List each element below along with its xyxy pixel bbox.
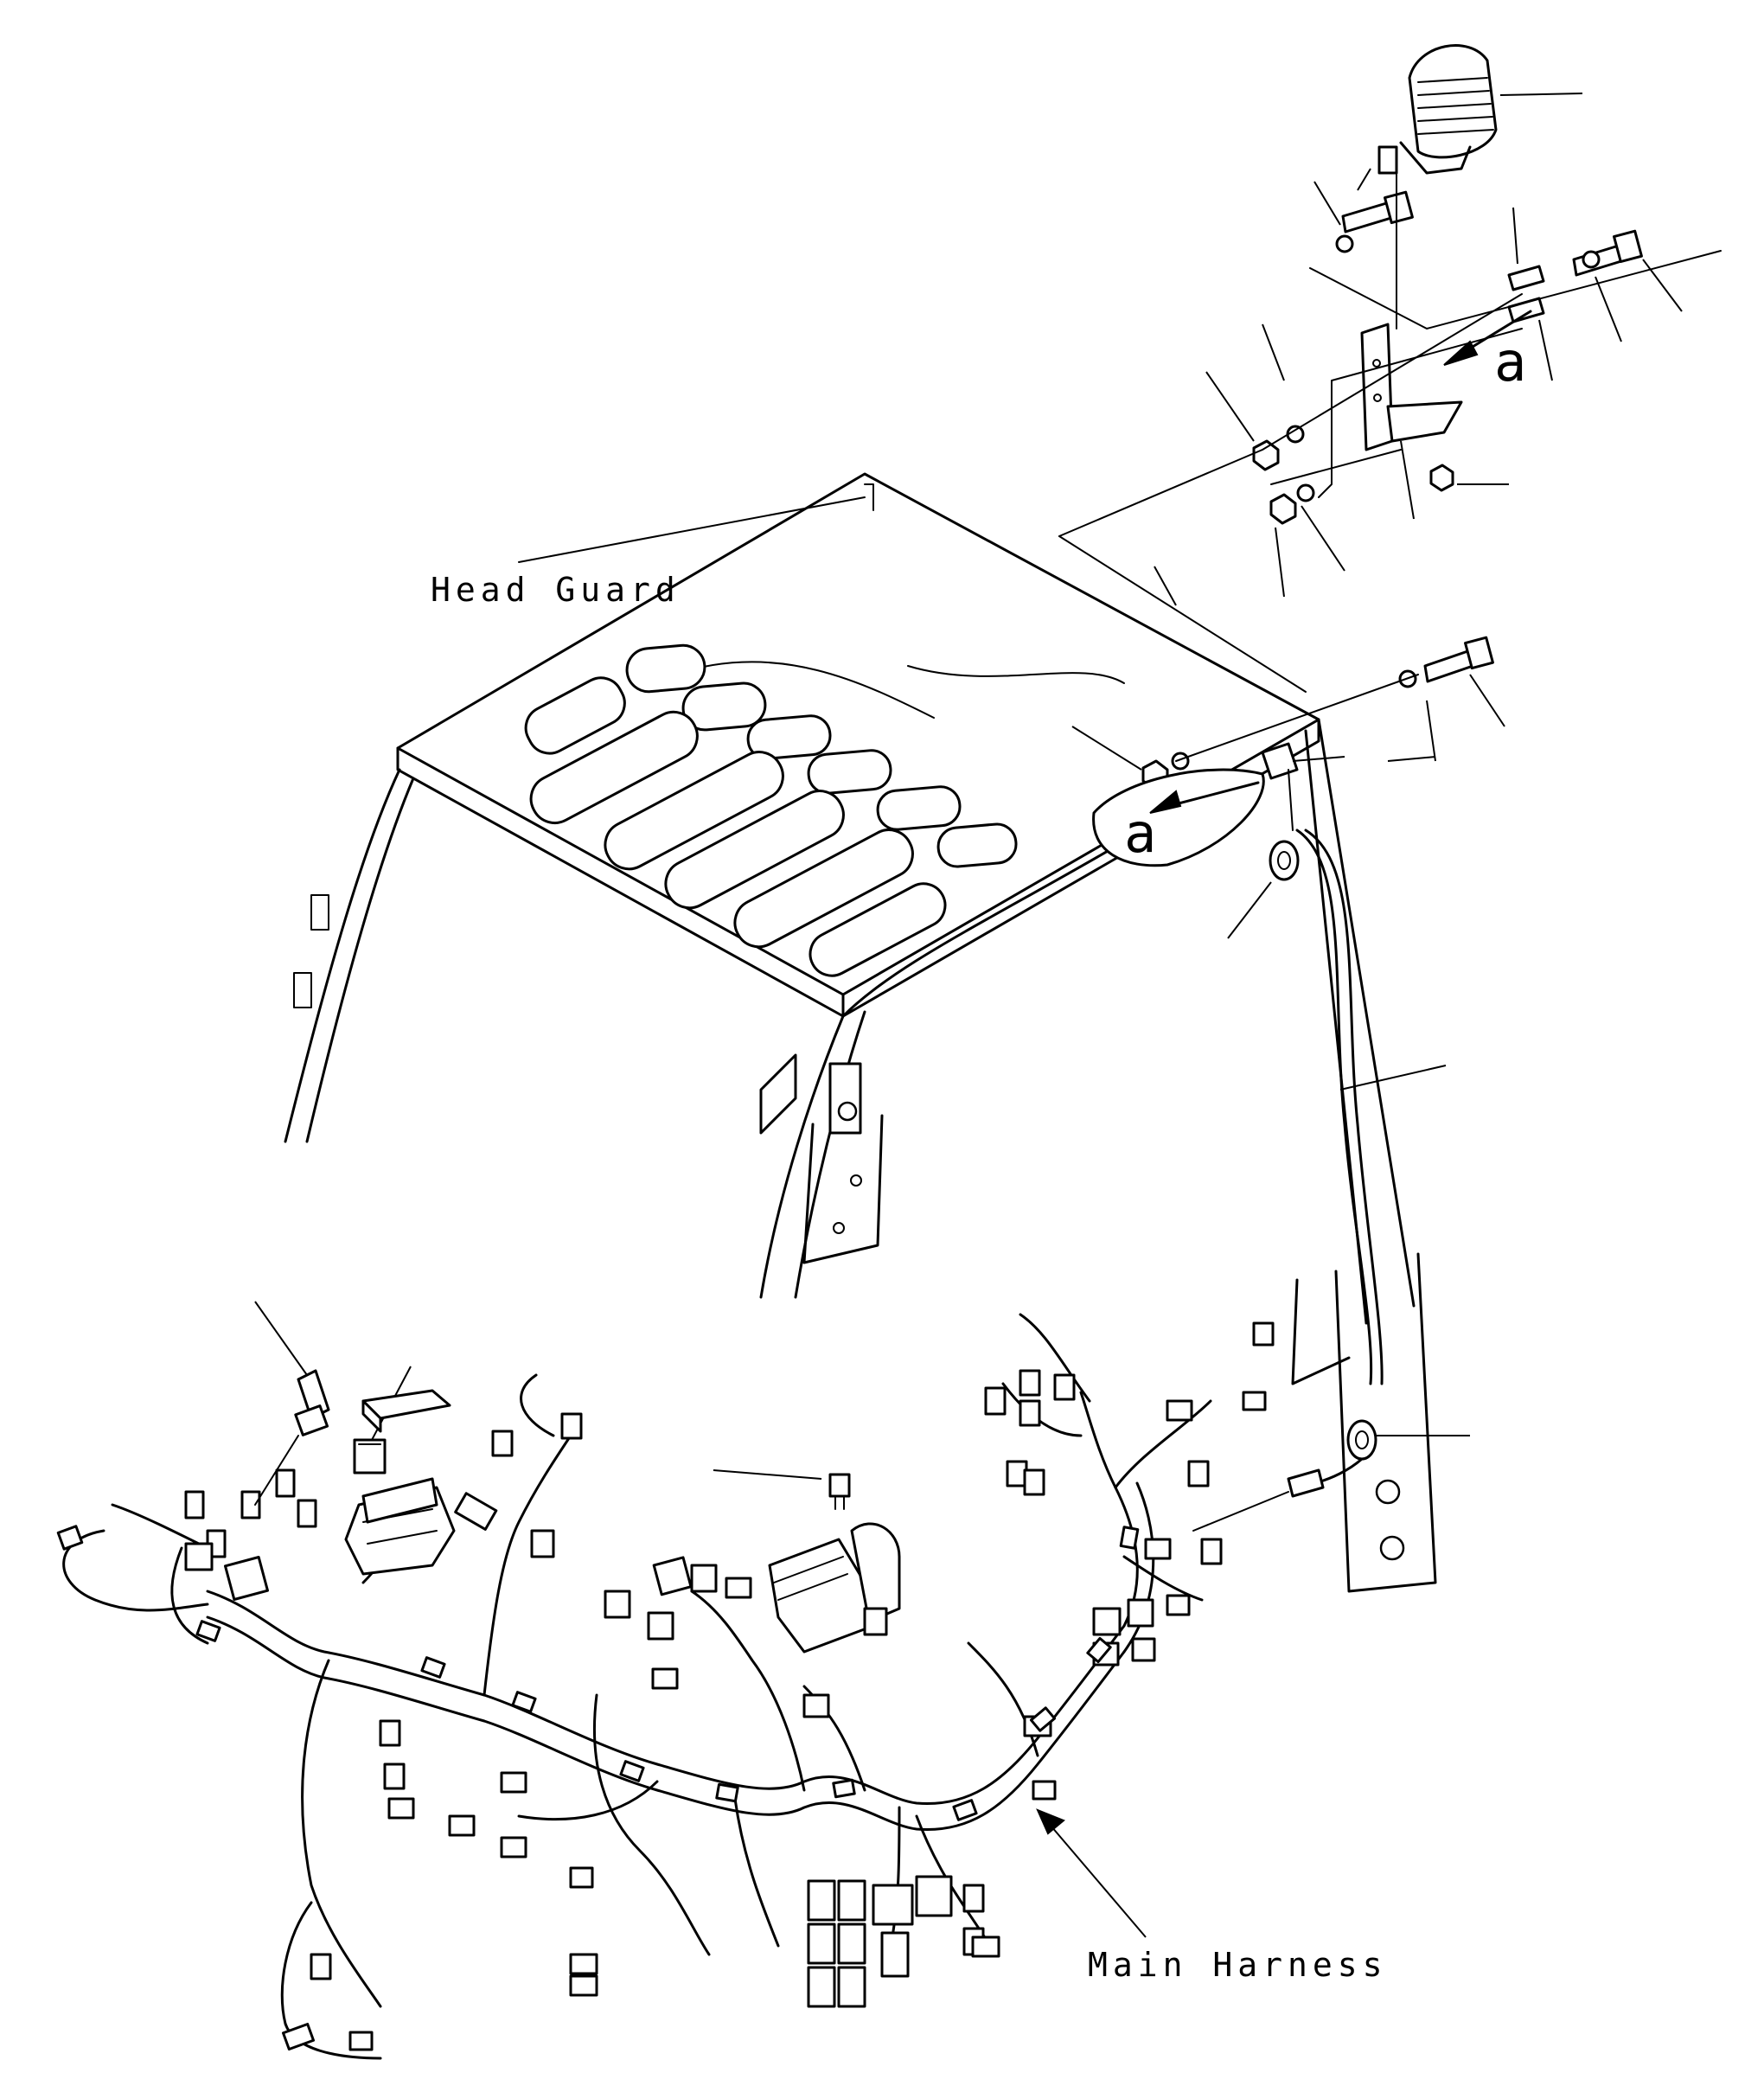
work-lamp-assembly: a [1058, 44, 1722, 791]
nut-icon [1429, 464, 1454, 492]
relay-icon [353, 1366, 412, 1475]
relay-cluster-bottom [872, 1875, 985, 1978]
connector-icon [56, 1321, 1275, 2051]
washer-icon [1171, 752, 1190, 771]
relay-cover [361, 1389, 451, 1433]
fuse-relay-box-center [768, 1522, 901, 1654]
view-marker-a-top: a [1494, 330, 1526, 393]
bolt-icon [254, 1301, 330, 1506]
fuse-relay-box-left [344, 1477, 456, 1576]
head-guard-slots [524, 643, 1018, 977]
washer-icon [1582, 250, 1601, 269]
fuse-icon [713, 1469, 851, 1510]
lamp-harness: a [1092, 742, 1470, 1532]
bolt-icon [1341, 168, 1414, 234]
fuse-block-bottom [807, 1879, 866, 2008]
work-lamp-icon [1377, 44, 1583, 175]
main-harness [56, 1301, 1275, 2060]
nut-icon [1269, 493, 1297, 525]
grommet-icon [1346, 1419, 1377, 1461]
lamp-bracket [1360, 323, 1463, 451]
grommet-icon [1269, 840, 1300, 881]
head-guard [284, 472, 1437, 1593]
head-guard-label: Head Guard [431, 571, 681, 609]
connector-icon [1287, 1468, 1325, 1498]
bolt-icon [1423, 636, 1505, 727]
nut-icon [1252, 439, 1280, 471]
main-harness-label: Main Harness [1088, 1946, 1388, 1984]
washer-icon [1335, 234, 1354, 253]
harness-clips [195, 1526, 1140, 1821]
washer-icon [1296, 483, 1315, 502]
bolt-icon [1572, 229, 1683, 312]
clamp [1507, 265, 1545, 291]
